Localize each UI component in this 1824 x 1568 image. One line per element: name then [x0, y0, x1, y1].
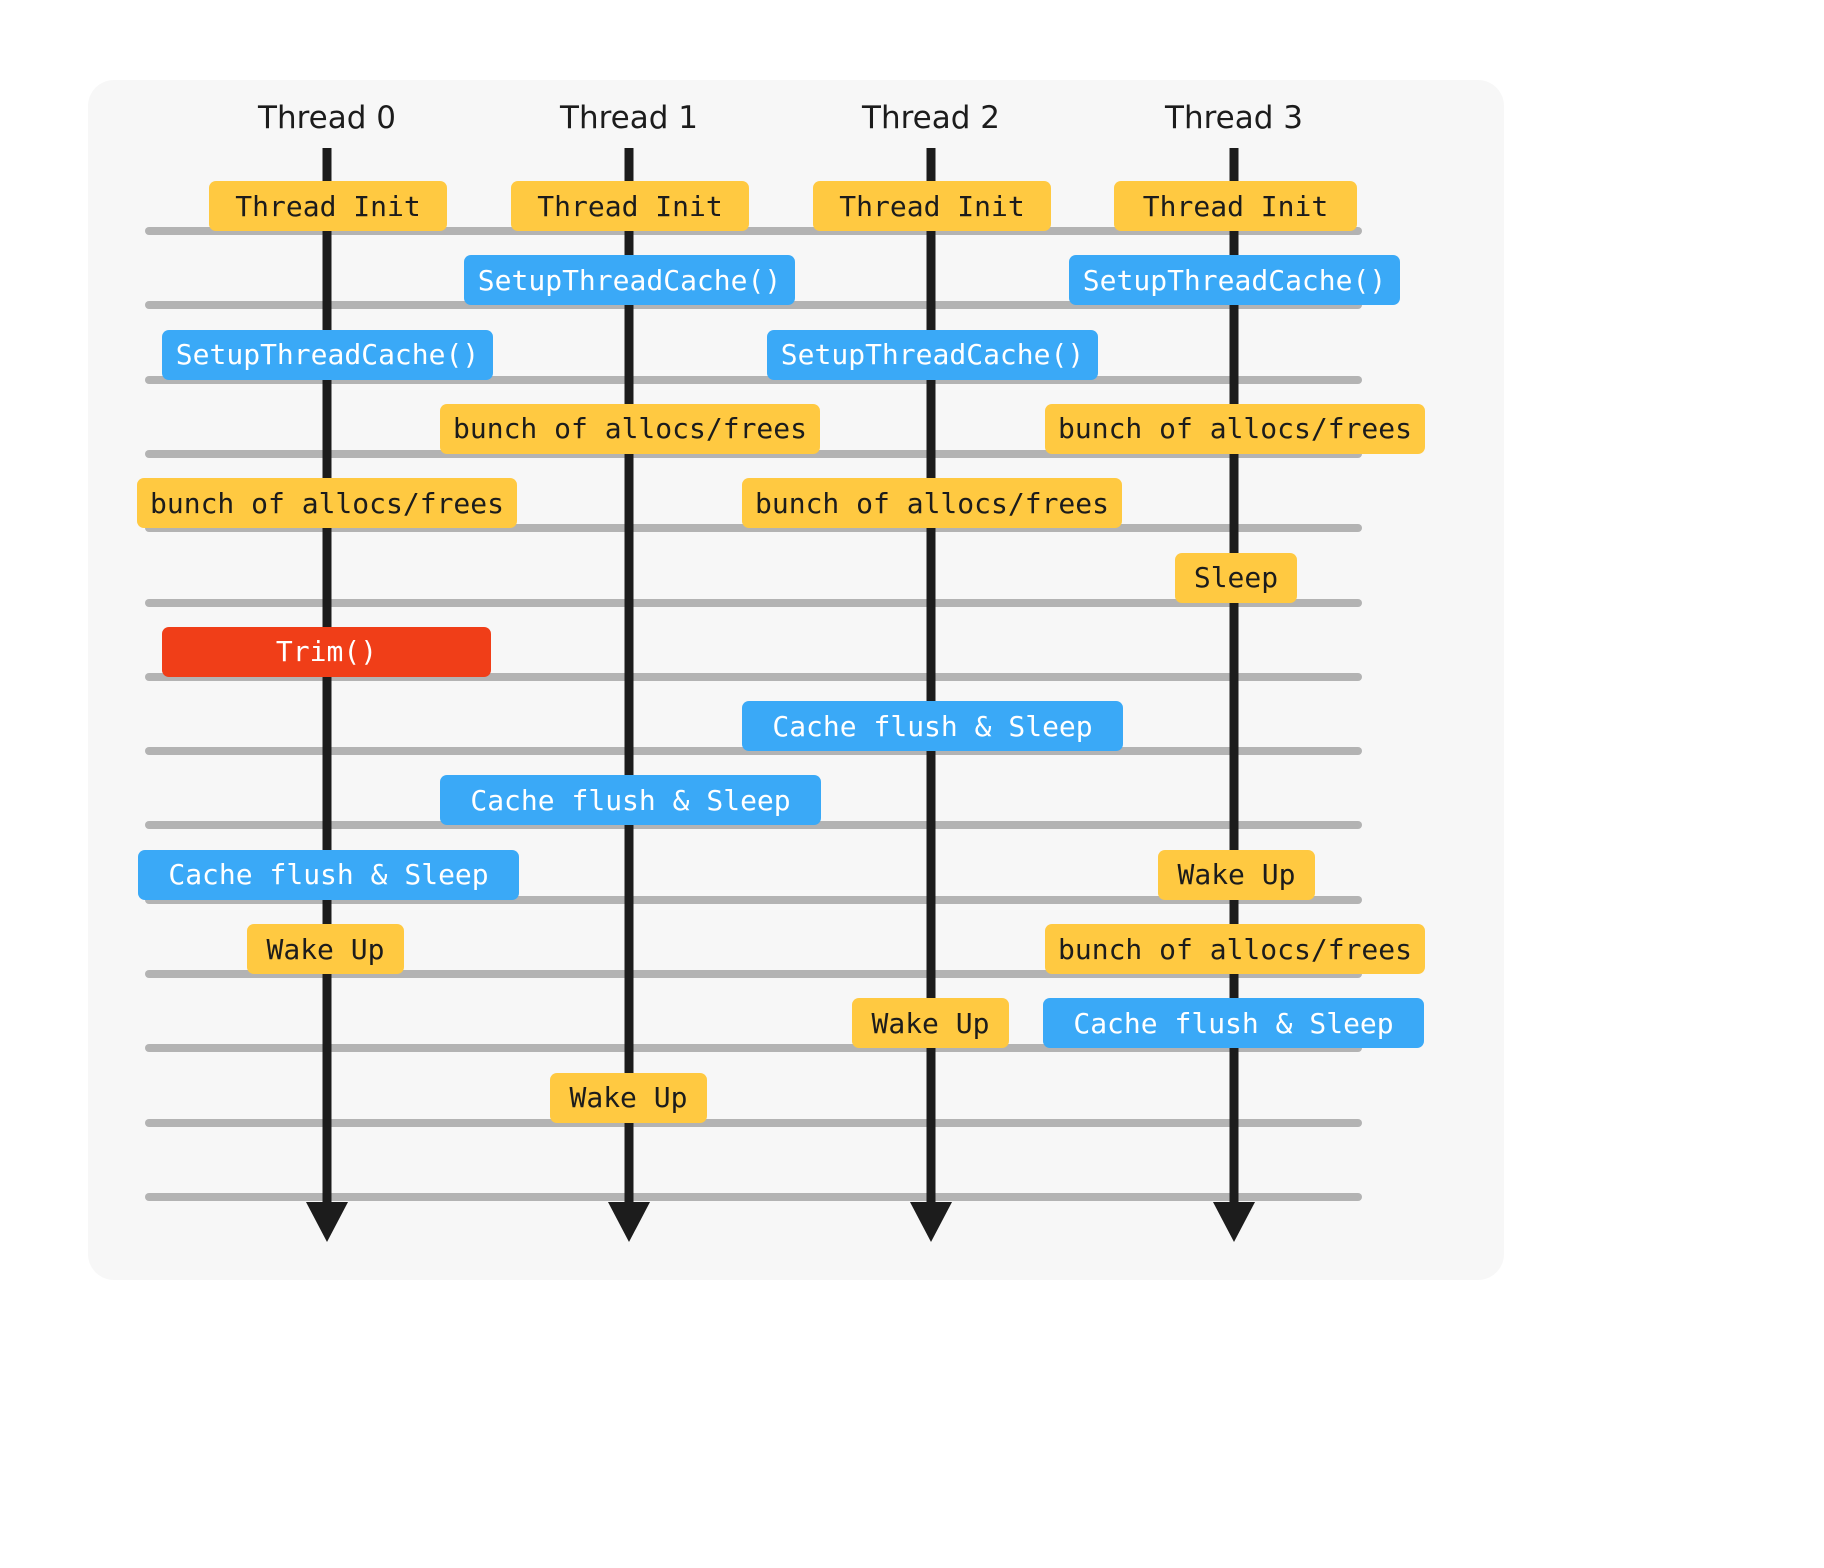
event-box[interactable]: bunch of allocs/frees [1045, 924, 1425, 974]
event-box-label: Sleep [1193, 561, 1279, 594]
event-box-label: Thread Init [537, 189, 723, 223]
event-box[interactable]: SetupThreadCache() [767, 329, 1098, 380]
event-box[interactable]: Cache flush & Sleep [440, 775, 821, 826]
event-box[interactable]: Thread Init [1114, 181, 1357, 231]
row-separator-line [145, 375, 1362, 384]
row-separator-line [145, 1044, 1362, 1053]
row-separator-line [145, 970, 1362, 978]
event-box[interactable]: Thread Init [511, 181, 749, 231]
event-box[interactable]: Wake Up [247, 924, 404, 974]
event-box-label: bunch of allocs/frees [453, 412, 808, 446]
event-box[interactable]: bunch of allocs/frees [440, 403, 820, 454]
row-separator-line [145, 672, 1362, 681]
event-box[interactable]: Sleep [1175, 552, 1297, 603]
row-separator-line [145, 524, 1362, 533]
thread-header-2: Thread 2 [862, 100, 1000, 136]
thread-header-1: Thread 1 [560, 100, 698, 136]
row-separator-line [145, 1192, 1362, 1201]
row-separator-line [145, 821, 1362, 830]
event-box-label: Trim() [275, 635, 378, 669]
event-box-label: bunch of allocs/frees [150, 486, 505, 520]
thread-lifeline-0 [322, 148, 332, 1208]
event-box[interactable]: Cache flush & Sleep [1043, 998, 1424, 1049]
event-box-label: Cache flush & Sleep [470, 783, 791, 817]
event-box[interactable]: Trim() [162, 626, 491, 677]
event-box[interactable]: Cache flush & Sleep [742, 701, 1123, 752]
event-box-label: Cache flush & Sleep [1073, 1006, 1394, 1040]
event-box[interactable]: Wake Up [550, 1072, 707, 1123]
thread-header-3: Thread 3 [1165, 100, 1303, 136]
row-separator-line [145, 1118, 1362, 1127]
row-separator-line [145, 598, 1362, 607]
event-box-label: Cache flush & Sleep [168, 858, 489, 892]
thread-arrowhead-2 [910, 1202, 952, 1242]
event-box-label: Thread Init [1142, 189, 1329, 223]
thread-arrowhead-3 [1213, 1202, 1255, 1242]
thread-lifeline-1 [624, 148, 634, 1208]
event-box[interactable]: Wake Up [1158, 849, 1315, 900]
event-box[interactable]: bunch of allocs/frees [742, 478, 1122, 529]
row-separator-line [145, 895, 1362, 904]
event-box-label: SetupThreadCache() [780, 338, 1085, 372]
event-box[interactable]: Thread Init [209, 181, 447, 231]
row-separator-line [145, 449, 1362, 458]
event-box-label: Wake Up [569, 1081, 688, 1115]
event-box-label: Thread Init [839, 189, 1025, 223]
row-separator-line [145, 227, 1362, 235]
event-box-label: Cache flush & Sleep [772, 709, 1093, 743]
event-box-label: Thread Init [235, 189, 421, 223]
event-box-label: SetupThreadCache() [175, 338, 480, 372]
event-box[interactable]: Thread Init [813, 181, 1051, 231]
event-box[interactable]: bunch of allocs/frees [137, 478, 517, 529]
event-box[interactable]: SetupThreadCache() [464, 255, 795, 306]
row-separator-line [145, 747, 1362, 756]
row-separator-line [145, 301, 1362, 310]
thread-arrowhead-0 [306, 1202, 348, 1242]
thread-lifeline-3 [1229, 148, 1239, 1208]
thread-header-0: Thread 0 [258, 100, 396, 136]
event-box-label: SetupThreadCache() [1082, 263, 1387, 297]
event-box[interactable]: SetupThreadCache() [1069, 255, 1400, 306]
event-box-label: Wake Up [871, 1006, 990, 1040]
event-box-label: bunch of allocs/frees [1058, 412, 1413, 446]
event-box-label: SetupThreadCache() [477, 263, 782, 297]
event-box-label: Wake Up [1177, 858, 1296, 892]
event-box-label: bunch of allocs/frees [755, 486, 1110, 520]
event-box[interactable]: SetupThreadCache() [162, 329, 493, 380]
event-box[interactable]: Wake Up [852, 998, 1009, 1049]
event-box-label: bunch of allocs/frees [1058, 932, 1413, 966]
event-box[interactable]: bunch of allocs/frees [1045, 403, 1425, 454]
thread-arrowhead-1 [608, 1202, 650, 1242]
event-box[interactable]: Cache flush & Sleep [138, 849, 519, 900]
event-box-label: Wake Up [266, 932, 385, 966]
thread-lifeline-2 [926, 148, 936, 1208]
